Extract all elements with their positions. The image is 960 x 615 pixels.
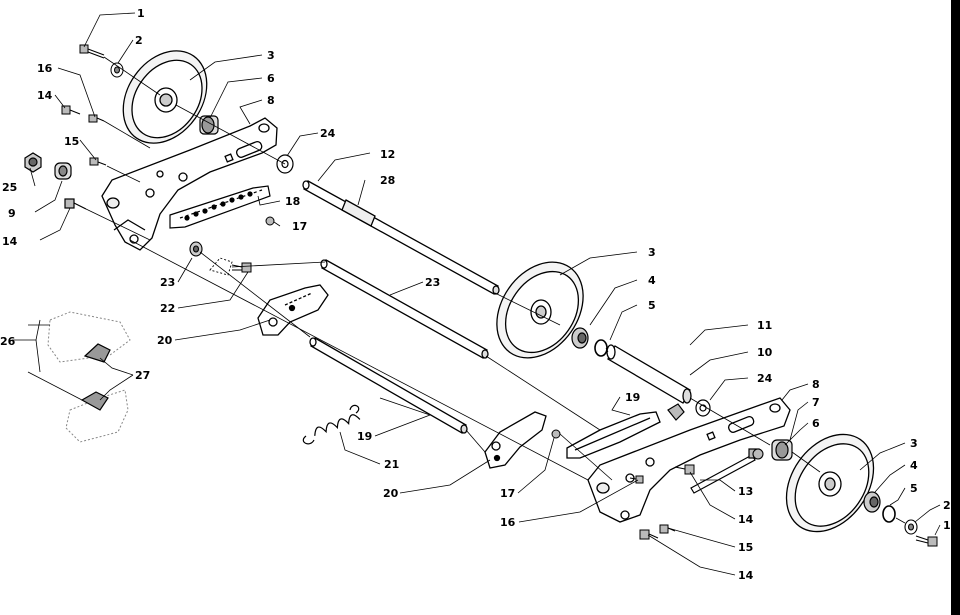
inset-detail-26-27 <box>47 311 131 443</box>
bolt-14-right-lower <box>639 529 659 540</box>
callout-3-middle: 3 <box>648 246 656 259</box>
alignment-lines <box>27 56 906 524</box>
callout-16-lower: 16 <box>500 516 516 529</box>
callout-5-right: 5 <box>910 482 918 495</box>
callout-21: 21 <box>384 458 399 471</box>
middle-snap-ring-5 <box>594 339 608 357</box>
callout-labels: 1 2 3 6 8 16 14 15 24 12 28 25 9 18 17 1… <box>0 7 951 582</box>
callout-14-top: 14 <box>37 89 53 102</box>
callout-24-right: 24 <box>757 372 773 385</box>
right-wheel-3 <box>785 433 875 533</box>
upper-left-washer-2 <box>110 62 124 78</box>
callout-14-left: 14 <box>2 235 18 248</box>
callout-23-shaft: 23 <box>425 276 440 289</box>
callout-4-middle: 4 <box>648 274 656 287</box>
callout-1-top: 1 <box>137 7 145 20</box>
bumper-27-lower <box>80 391 109 411</box>
callout-2-top: 2 <box>135 34 143 47</box>
right-snap-ring-5 <box>882 505 896 523</box>
callout-17-lower: 17 <box>500 487 515 500</box>
callout-9: 9 <box>8 207 16 220</box>
right-bearing-4 <box>863 491 881 513</box>
shaft-11 <box>606 344 692 404</box>
upper-left-wheel <box>122 50 208 144</box>
callout-19-shaft: 19 <box>357 430 372 443</box>
callout-7: 7 <box>812 396 820 409</box>
callout-16-top: 16 <box>37 62 53 75</box>
callout-13: 13 <box>738 485 753 498</box>
upper-left-spacer <box>199 115 219 135</box>
right-edge-bar <box>951 0 960 615</box>
callout-5-middle: 5 <box>648 299 656 312</box>
upper-left-slide-block <box>169 185 271 229</box>
upper-left-nuts <box>24 152 87 210</box>
nut-7 <box>752 448 764 460</box>
upper-left-rail-bracket <box>101 117 278 251</box>
callout-20-lower: 20 <box>383 487 399 500</box>
middle-shaft-23 <box>320 259 489 359</box>
nut-17-lower <box>551 429 561 439</box>
middle-wheel-3 <box>496 261 584 359</box>
upper-left-bolt-1 <box>79 44 105 59</box>
bolt-14-right-upper <box>674 464 695 475</box>
bumper-27-upper <box>83 343 111 363</box>
spacer-23 <box>189 241 203 257</box>
upper-left-small-nut-17 <box>265 216 275 226</box>
callout-14-right-lower: 14 <box>738 569 754 582</box>
slide-block-19-right <box>566 411 661 459</box>
spring-21 <box>302 404 361 445</box>
callout-20-upper: 20 <box>157 334 173 347</box>
right-bolt-1 <box>915 535 938 547</box>
callout-23-left: 23 <box>160 276 175 289</box>
callout-1-right: 1 <box>943 519 951 532</box>
scissor-arm-20-lower <box>484 411 547 469</box>
upper-axle-shaft <box>302 180 500 295</box>
callout-8-top: 8 <box>267 94 275 107</box>
middle-bearing-4 <box>571 327 589 349</box>
callout-18: 18 <box>285 195 300 208</box>
callout-11: 11 <box>757 319 772 332</box>
callout-17-top: 17 <box>292 220 307 233</box>
callout-24-top: 24 <box>320 127 336 140</box>
callout-6-top: 6 <box>267 72 275 85</box>
callout-3-top: 3 <box>267 49 275 62</box>
callout-6-right: 6 <box>812 417 820 430</box>
spacer-10 <box>667 403 685 421</box>
callout-3-right: 3 <box>910 437 918 450</box>
lower-shaft-19 <box>309 337 468 434</box>
callout-10: 10 <box>757 346 773 359</box>
callout-27: 27 <box>135 369 150 382</box>
callout-28: 28 <box>380 174 395 187</box>
leader-lines <box>12 12 941 576</box>
callout-14-right-upper: 14 <box>738 513 754 526</box>
right-washer-2 <box>904 519 918 535</box>
callout-25: 25 <box>2 181 17 194</box>
bracket-detail-ghost <box>209 257 233 276</box>
callout-26: 26 <box>0 335 16 348</box>
callout-22: 22 <box>160 302 175 315</box>
bolt-22 <box>231 262 252 273</box>
bolt-16-right <box>629 475 644 484</box>
right-rail-bracket-8 <box>587 397 791 523</box>
right-spacer-6 <box>771 439 793 461</box>
callout-12: 12 <box>380 148 395 161</box>
callout-2-right: 2 <box>943 499 951 512</box>
scissor-arm-20-upper <box>257 284 329 336</box>
callout-19-right: 19 <box>625 391 640 404</box>
callout-8-right: 8 <box>812 378 820 391</box>
callout-4-right: 4 <box>910 459 918 472</box>
callout-15-top: 15 <box>64 135 79 148</box>
callout-15-right: 15 <box>738 541 753 554</box>
